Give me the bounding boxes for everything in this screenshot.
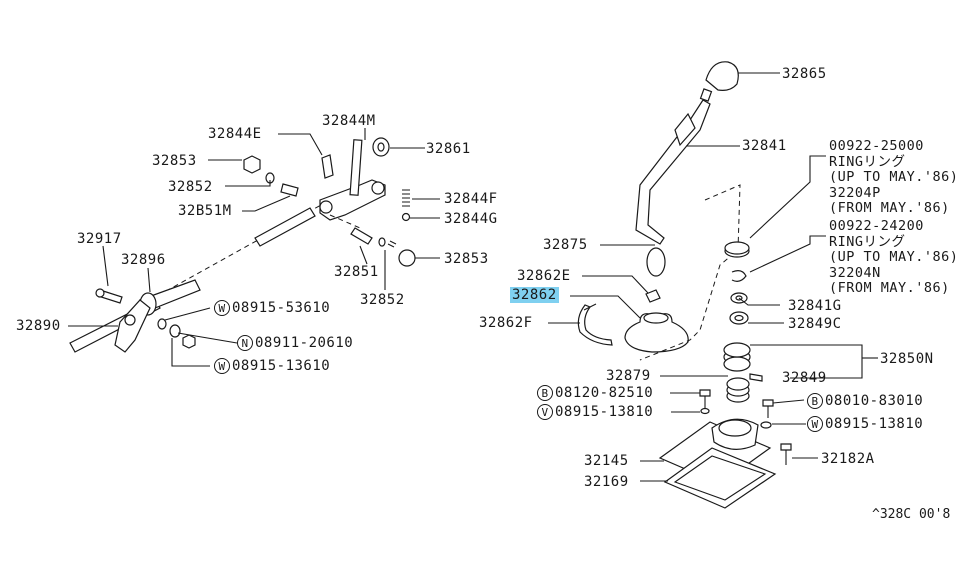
fastener-prefix: W <box>807 416 823 432</box>
part-label-32862e[interactable]: 32862E <box>517 268 571 284</box>
fastener-prefix: B <box>807 393 823 409</box>
part-label-32169[interactable]: 32169 <box>584 474 629 490</box>
ring-note-lower[interactable]: 00922-24200 RINGリング (UP TO MAY.'86) 3220… <box>829 218 959 296</box>
fastener-number: 08915-53610 <box>232 300 331 316</box>
fastener-prefix: N <box>237 335 253 351</box>
part-label-32879[interactable]: 32879 <box>606 368 651 384</box>
part-label-32849[interactable]: 32849 <box>782 370 827 386</box>
part-label-32851m[interactable]: 32B51M <box>178 203 232 219</box>
fastener-number: 08010-83010 <box>825 393 924 409</box>
part-label-32852-top[interactable]: 32852 <box>168 179 213 195</box>
part-label-32841g[interactable]: 32841G <box>788 298 842 314</box>
part-label-32896[interactable]: 32896 <box>121 252 166 268</box>
fastener-prefix: W <box>214 300 230 316</box>
part-label-32917[interactable]: 32917 <box>77 231 122 247</box>
part-label-32145[interactable]: 32145 <box>584 453 629 469</box>
part-label-32844g[interactable]: 32844G <box>444 211 498 227</box>
part-label-32853-low[interactable]: 32853 <box>444 251 489 267</box>
ring-note-upper[interactable]: 00922-25000 RINGリング (UP TO MAY.'86) 3220… <box>829 138 959 216</box>
part-label-32849c[interactable]: 32849C <box>788 316 842 332</box>
part-label-32844f[interactable]: 32844F <box>444 191 498 207</box>
fastener-prefix: B <box>537 385 553 401</box>
shift-rod-assembly <box>68 128 440 367</box>
part-label-32875[interactable]: 32875 <box>543 237 588 253</box>
part-label-32862f[interactable]: 32862F <box>479 315 533 331</box>
part-label-32862-highlighted[interactable]: 32862 <box>510 287 559 303</box>
fastener-prefix: W <box>214 358 230 374</box>
part-label-32844e[interactable]: 32844E <box>208 126 262 142</box>
fastener-prefix: V <box>537 404 553 420</box>
fastener-number: 08915-13610 <box>232 358 331 374</box>
part-label-32851[interactable]: 32851 <box>334 264 379 280</box>
part-label-32861[interactable]: 32861 <box>426 141 471 157</box>
fastener-number: 08911-20610 <box>255 335 354 351</box>
part-label-32182a[interactable]: 32182A <box>821 451 875 467</box>
part-label-32890[interactable]: 32890 <box>16 318 61 334</box>
fastener-number: 08915-13810 <box>555 404 654 420</box>
fastener-number: 08120-82510 <box>555 385 654 401</box>
shift-lever-assembly <box>548 61 878 509</box>
part-label-32865[interactable]: 32865 <box>782 66 827 82</box>
part-label-32853-top[interactable]: 32853 <box>152 153 197 169</box>
part-label-32850n[interactable]: 32850N <box>880 351 934 367</box>
part-label-32844m[interactable]: 32844M <box>322 113 376 129</box>
fastener-number: 08915-13810 <box>825 416 924 432</box>
part-label-32852-low[interactable]: 32852 <box>360 292 405 308</box>
part-label-32841[interactable]: 32841 <box>742 138 787 154</box>
diagram-reference-code: ^328C 00'8 <box>872 507 951 522</box>
